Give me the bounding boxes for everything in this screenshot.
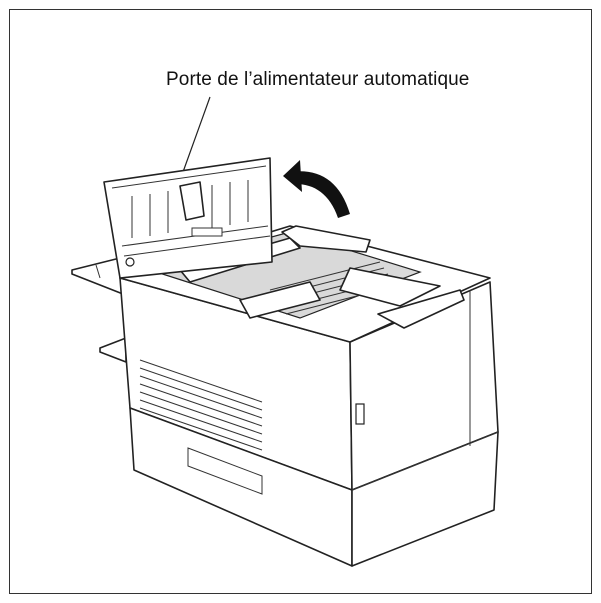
callout-label-adf-door: Porte de l’alimentateur automatique [166, 69, 470, 90]
vent-grille [139, 359, 263, 451]
printer-body [119, 225, 499, 567]
document-guide [281, 225, 441, 307]
front-tray [377, 289, 465, 329]
side-latch [355, 403, 365, 425]
drawer-handle [187, 447, 263, 495]
door-latch [179, 181, 205, 221]
callout-leader-line [182, 96, 211, 173]
open-direction-arrow [283, 160, 350, 218]
door-hinge [125, 257, 135, 267]
lower-side-tray [99, 337, 127, 363]
adf-door-open [103, 157, 273, 279]
